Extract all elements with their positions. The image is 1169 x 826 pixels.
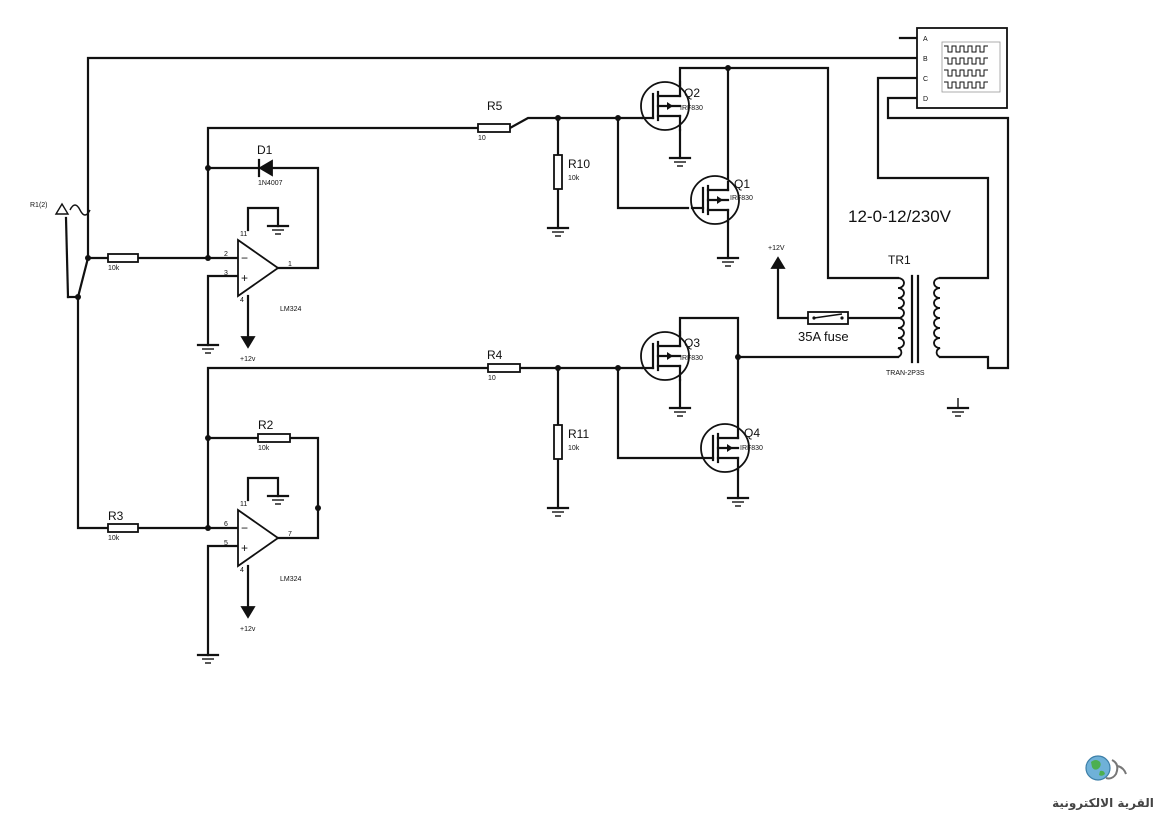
supply-label: +12V [768, 245, 785, 252]
r10-ref: R10 [568, 157, 590, 171]
r11-value: 10k [568, 445, 580, 452]
fuse-35a [807, 311, 849, 325]
scope-pin-c: C [923, 76, 928, 83]
opamp-1: − + [237, 238, 280, 298]
opamp1-supply: +12v [240, 356, 256, 363]
q1-ref: Q1 [734, 177, 750, 191]
mosfet-q1 [690, 175, 740, 225]
q3-part: IRF830 [680, 355, 703, 362]
r2-value: 10k [258, 445, 270, 452]
r3-ref: R3 [108, 509, 124, 523]
diagram-title: 12-0-12/230V [848, 207, 952, 226]
opamp2-pin-gnd: 4 [240, 567, 244, 574]
r2-ref: R2 [258, 418, 274, 432]
q2-ref: Q2 [684, 86, 700, 100]
oscilloscope [916, 27, 1008, 109]
fuse-label: 35A fuse [798, 329, 849, 344]
junction-dots [75, 65, 741, 531]
scope-pin-b: B [923, 56, 928, 63]
q4-part: IRF830 [740, 445, 763, 452]
mosfet-q2 [640, 80, 690, 132]
ground-symbols [196, 156, 970, 664]
r10-value: 10k [568, 175, 580, 182]
svg-text:−: − [241, 251, 248, 265]
r5-value: 10 [478, 135, 486, 142]
scope-pin-a: A [923, 36, 928, 43]
transformer-ref: TR1 [888, 253, 911, 267]
scope-pin-d: D [923, 96, 928, 103]
opamp1-part: LM324 [280, 306, 302, 313]
resistor-bodies [107, 123, 563, 533]
opamp2-pin-noninv: 5 [224, 540, 228, 547]
mosfet-q4 [700, 423, 750, 473]
opamp2-pin-inv: 6 [224, 521, 228, 528]
diode-ref: D1 [257, 143, 273, 157]
opamp2-part: LM324 [280, 576, 302, 583]
q1-part: IRF830 [730, 195, 753, 202]
r5-ref: R5 [487, 99, 503, 113]
opamp1-pin-vcc: 11 [240, 231, 247, 238]
supply-arrows [240, 256, 786, 619]
opamp1-pin-noninv: 3 [224, 270, 228, 277]
svg-text:−: − [241, 521, 248, 535]
transformer-tr1 [897, 274, 941, 364]
watermark-text: القرية الالكترونية [1052, 796, 1154, 810]
wires [64, 36, 1010, 657]
q2-part: IRF830 [680, 105, 703, 112]
opamp1-pin-inv: 2 [224, 251, 228, 258]
opamp2-pin-vcc: 11 [240, 501, 247, 508]
r3-value: 10k [108, 535, 120, 542]
opamp-2: − + [237, 508, 280, 568]
q4-ref: Q4 [744, 426, 760, 440]
watermark-logo [1085, 755, 1127, 781]
q3-ref: Q3 [684, 336, 700, 350]
opamp1-pin-out: 1 [288, 261, 292, 268]
transformer-model: TRAN-2P3S [886, 370, 925, 377]
r11-ref: R11 [568, 427, 589, 441]
sensor-label: R1(2) [30, 202, 48, 209]
r4-ref: R4 [487, 348, 503, 362]
opamp1-pin-gnd: 4 [240, 297, 244, 304]
svg-text:+: + [241, 271, 248, 285]
sensor-r1 [54, 202, 91, 216]
opamp2-pin-out: 7 [288, 531, 292, 538]
r4-value: 10 [488, 375, 496, 382]
mosfet-q3 [640, 330, 690, 382]
opamp2-supply: +12v [240, 626, 256, 633]
diode-part: 1N4007 [258, 180, 283, 187]
svg-text:+: + [241, 541, 248, 555]
rin-value: 10k [108, 265, 120, 272]
diode-d1 [257, 158, 273, 178]
